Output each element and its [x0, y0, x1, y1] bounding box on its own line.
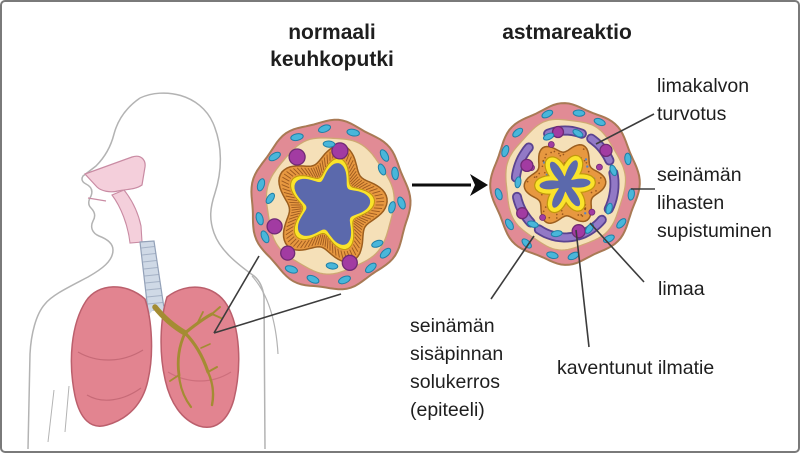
- goblet-cell: [266, 218, 283, 235]
- immune-cell: [494, 188, 503, 201]
- title-asthma-reaction: astmareaktio: [502, 21, 632, 44]
- label-pointer-lines: [490, 113, 655, 348]
- immune-cell: [265, 192, 275, 204]
- immune-cell: [260, 230, 270, 244]
- throat: [111, 189, 143, 244]
- magnifier-lines: [213, 255, 342, 334]
- goblet-cell: [588, 208, 596, 216]
- body-outline: [139, 92, 266, 450]
- bronchial-tree: [183, 331, 210, 374]
- immune-cell: [379, 247, 392, 259]
- body-outline: [47, 389, 55, 443]
- immune-cell: [542, 132, 555, 141]
- title-normal-bronchus: normaali keuhkoputki: [270, 21, 394, 71]
- immune-cell: [268, 151, 281, 162]
- immune-cell: [377, 163, 387, 176]
- left-lung: [160, 286, 240, 428]
- bronchial-tree: [169, 374, 180, 382]
- bronchial-tree: [206, 370, 215, 407]
- bronchial-tree: [211, 313, 222, 319]
- bronchial-tree: [200, 343, 211, 349]
- mouth-line: [87, 197, 107, 202]
- immune-cell: [585, 223, 594, 234]
- immune-cell: [379, 149, 390, 162]
- immune-cell: [322, 140, 336, 148]
- goblet-cell: [551, 125, 565, 139]
- goblet-cell: [596, 163, 603, 171]
- goblet-cell: [599, 143, 613, 158]
- immune-cell: [501, 145, 510, 158]
- immune-cell: [593, 117, 606, 127]
- goblet-cell: [571, 224, 586, 239]
- bronchial-tree: [207, 366, 218, 373]
- immune-cell: [512, 127, 524, 138]
- immune-cell: [284, 265, 298, 274]
- immune-cell: [514, 176, 522, 189]
- immune-cell: [504, 218, 514, 231]
- immune-cell: [346, 128, 360, 137]
- bronchial-tree: [197, 311, 204, 323]
- arrow-right-icon: [412, 174, 488, 196]
- immune-cell: [290, 133, 304, 142]
- narrowed-airway-lumen: [539, 160, 591, 208]
- bronchial-tree: [176, 331, 187, 377]
- immune-cell: [255, 212, 264, 226]
- immune-cell: [541, 109, 554, 119]
- nasal-cavity: [83, 155, 146, 193]
- immune-cell: [609, 164, 618, 177]
- immune-cell: [550, 230, 563, 238]
- label-mucosa-swelling: limakalvon turvotus: [657, 75, 750, 125]
- immune-cell: [527, 220, 539, 228]
- immune-cell: [572, 129, 584, 138]
- immune-cell: [521, 238, 532, 249]
- airway-lumen: [294, 163, 371, 245]
- immune-cell: [338, 275, 351, 285]
- immune-cell: [624, 152, 632, 166]
- immune-cell: [546, 251, 559, 260]
- immune-cell: [616, 218, 627, 229]
- immune-cell: [391, 166, 399, 181]
- goblet-cell: [331, 142, 349, 160]
- goblet-cell: [280, 245, 296, 261]
- asthma-bronchus-cross-section: [489, 102, 641, 266]
- bronchial-tree: [152, 304, 188, 336]
- immune-cell: [605, 202, 613, 215]
- goblet-cell: [516, 207, 529, 220]
- label-epithelium: seinämän sisäpinnan solukerros (epiteeli…: [410, 315, 504, 421]
- body-outline: [64, 385, 70, 433]
- immune-cell: [572, 109, 586, 117]
- goblet-cell: [341, 254, 358, 271]
- immune-cell: [371, 239, 384, 248]
- body-outline: [251, 275, 279, 355]
- immune-cell: [256, 178, 266, 192]
- right-lung: [70, 286, 153, 427]
- goblet-cell: [288, 148, 306, 166]
- goblet-cell: [520, 158, 534, 173]
- body-outline: [27, 97, 141, 450]
- bronchial-tree: [177, 373, 193, 409]
- label-narrowed-airway: kaventunut ilmatie: [557, 357, 715, 379]
- immune-cell: [325, 262, 339, 270]
- human-body-illustration: [27, 92, 279, 450]
- immune-cell: [364, 262, 377, 274]
- bronchial-tree: [183, 312, 214, 335]
- label-mucus: limaa: [658, 278, 705, 300]
- immune-cell: [388, 201, 396, 214]
- immune-cell: [317, 124, 332, 133]
- normal-bronchus-cross-section: [250, 118, 412, 291]
- goblet-cell: [547, 141, 555, 148]
- label-muscle-contraction: seinämän lihasten supistuminen: [657, 164, 772, 242]
- immune-cell: [397, 196, 406, 210]
- immune-cell: [306, 274, 320, 284]
- bronchial-tree: [211, 306, 221, 315]
- goblet-cell: [539, 214, 546, 221]
